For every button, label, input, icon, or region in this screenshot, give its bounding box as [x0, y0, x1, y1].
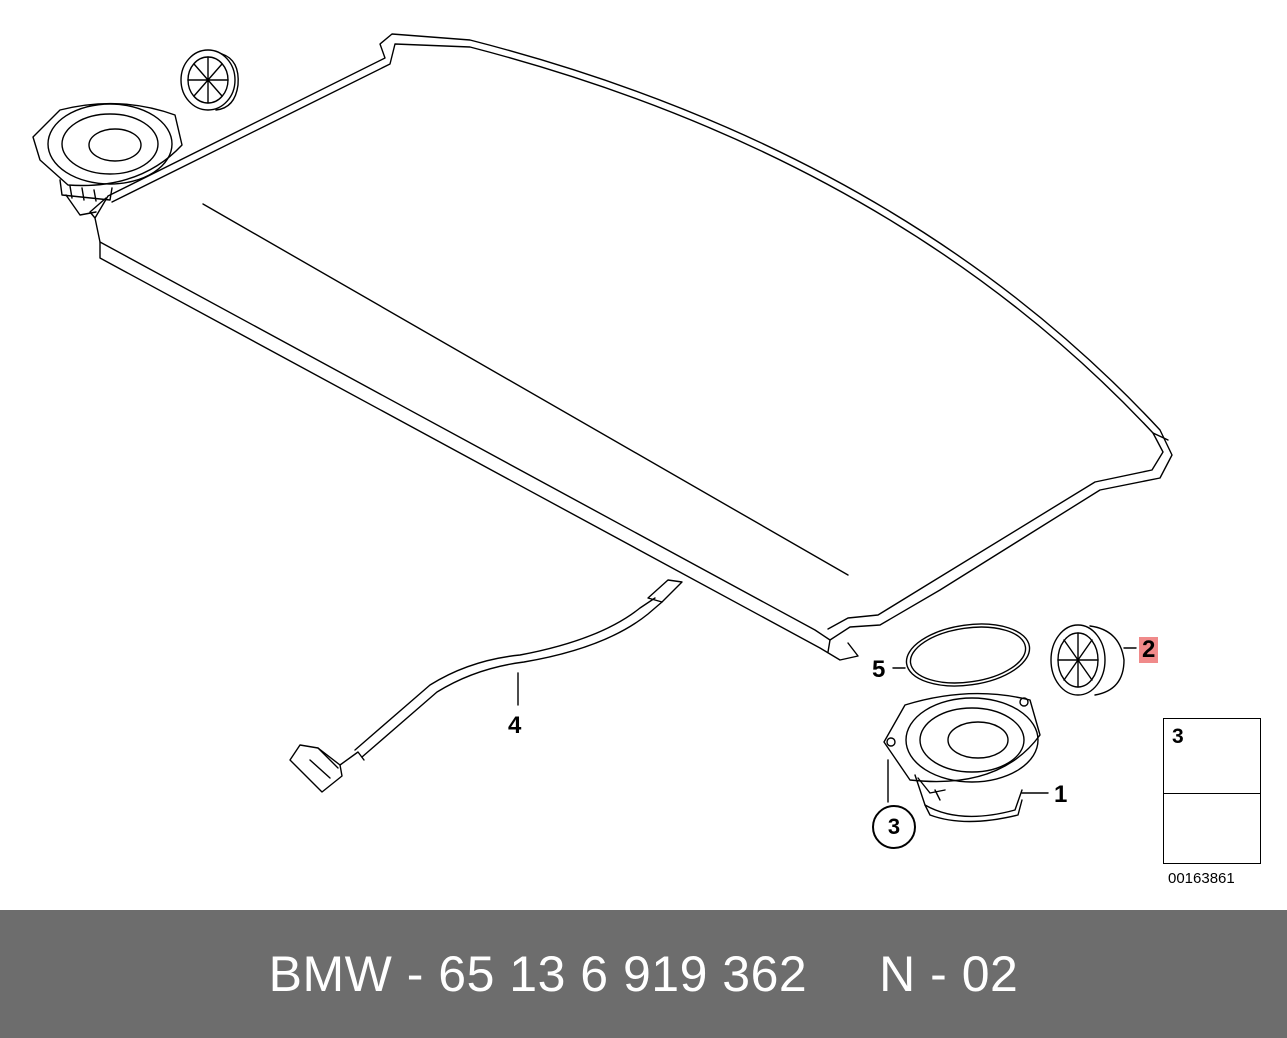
- diagram-id: 00163861: [1168, 870, 1235, 887]
- parts-diagram: [32, 33, 1251, 861]
- callout-part-3-circled: 3: [872, 805, 916, 849]
- speaker-top-left: [32, 102, 183, 216]
- callout-part-2: 2: [1139, 637, 1159, 663]
- tweeter-grille: [1050, 624, 1137, 696]
- footer-bar: BMW - 65 13 6 919 362 N - 02: [0, 910, 1287, 1038]
- parcel-shelf: [89, 33, 1173, 661]
- speaker-part-1: [883, 692, 1049, 823]
- callout-part-4: 4: [508, 712, 522, 739]
- callout-part-5: 5: [872, 656, 886, 683]
- legend-number: 3: [1172, 725, 1184, 748]
- speaker-cable: [289, 579, 683, 793]
- callout-part-1: 1: [1054, 781, 1068, 808]
- legend-divider: [1164, 793, 1260, 794]
- legend-box: 3: [1163, 718, 1261, 864]
- gasket-ring: [892, 623, 1031, 687]
- part-number-label: BMW - 65 13 6 919 362 N - 02: [268, 946, 1019, 1002]
- tweeter-top-left: [180, 49, 239, 111]
